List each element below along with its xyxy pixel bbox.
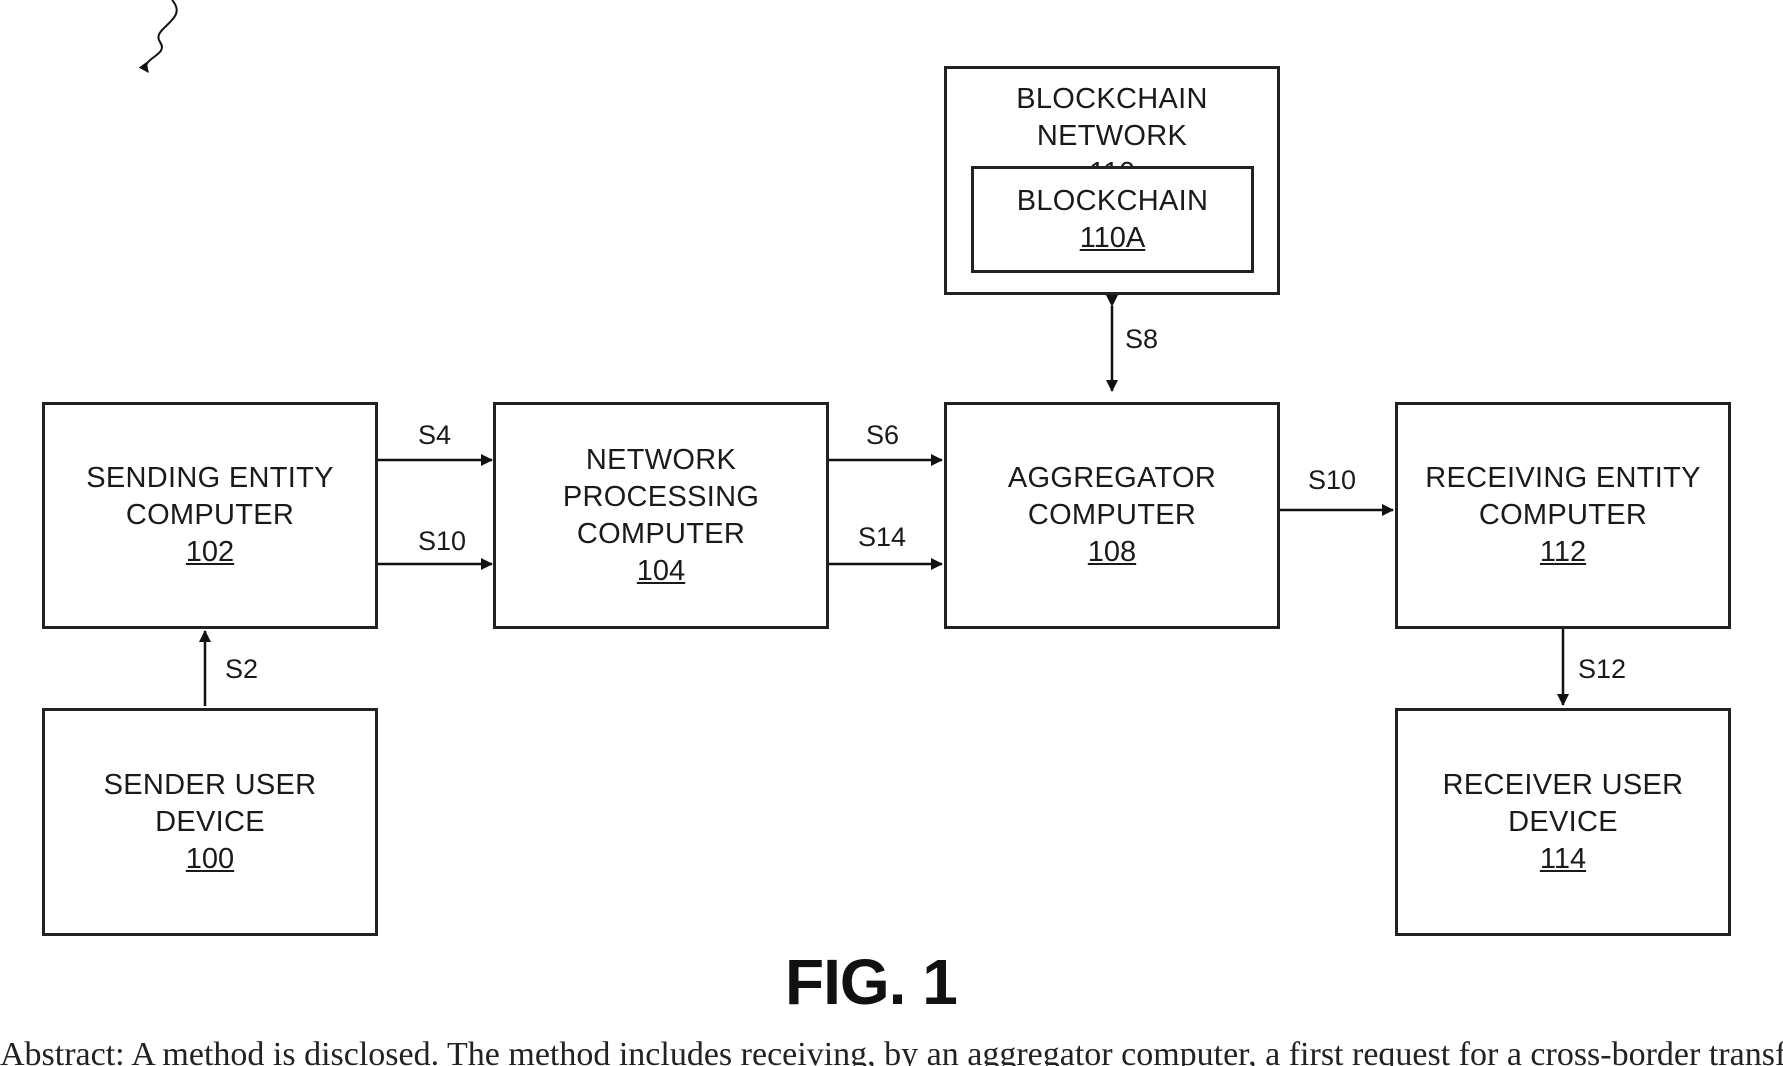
sender-user-device-label: SENDER USER DEVICE	[104, 767, 317, 841]
edge-label-s10-b: S10	[1308, 465, 1356, 496]
aggregator-computer-box: AGGREGATOR COMPUTER 108	[944, 402, 1280, 629]
blockchain-box: BLOCKCHAIN 110A	[971, 166, 1254, 273]
network-processing-computer-box: NETWORK PROCESSING COMPUTER 104	[493, 402, 829, 629]
figure-title: FIG. 1	[785, 945, 957, 1019]
sender-user-device-box: SENDER USER DEVICE 100	[42, 708, 378, 936]
aggregator-computer-ref: 108	[1088, 534, 1136, 571]
receiver-user-device-ref: 114	[1540, 841, 1586, 878]
aggregator-computer-label: AGGREGATOR COMPUTER	[1008, 460, 1216, 534]
abstract-text-line: Abstract: A method is disclosed. The met…	[0, 1036, 1783, 1066]
network-processing-computer-ref: 104	[637, 553, 685, 590]
edge-label-s2: S2	[225, 654, 258, 685]
edge-label-s12: S12	[1578, 654, 1626, 685]
blockchain-network-label: BLOCKCHAIN NETWORK	[947, 81, 1277, 155]
edge-label-s14: S14	[858, 522, 906, 553]
network-processing-computer-label: NETWORK PROCESSING COMPUTER	[563, 442, 759, 553]
edge-label-s4: S4	[418, 420, 451, 451]
edge-label-s8: S8	[1125, 324, 1158, 355]
receiver-user-device-label: RECEIVER USER DEVICE	[1443, 767, 1684, 841]
edge-label-s6: S6	[866, 420, 899, 451]
squiggle-reference-arrow	[146, 0, 177, 72]
edge-label-s10-a: S10	[418, 526, 466, 557]
blockchain-label: BLOCKCHAIN	[1017, 183, 1209, 220]
sender-user-device-ref: 100	[186, 841, 234, 878]
blockchain-ref: 110A	[1080, 220, 1146, 257]
receiving-entity-computer-ref: 112	[1540, 534, 1586, 571]
receiving-entity-computer-label: RECEIVING ENTITY COMPUTER	[1425, 460, 1701, 534]
sending-entity-computer-ref: 102	[186, 534, 234, 571]
receiver-user-device-box: RECEIVER USER DEVICE 114	[1395, 708, 1731, 936]
sending-entity-computer-box: SENDING ENTITY COMPUTER 102	[42, 402, 378, 629]
receiving-entity-computer-box: RECEIVING ENTITY COMPUTER 112	[1395, 402, 1731, 629]
sending-entity-computer-label: SENDING ENTITY COMPUTER	[86, 460, 334, 534]
